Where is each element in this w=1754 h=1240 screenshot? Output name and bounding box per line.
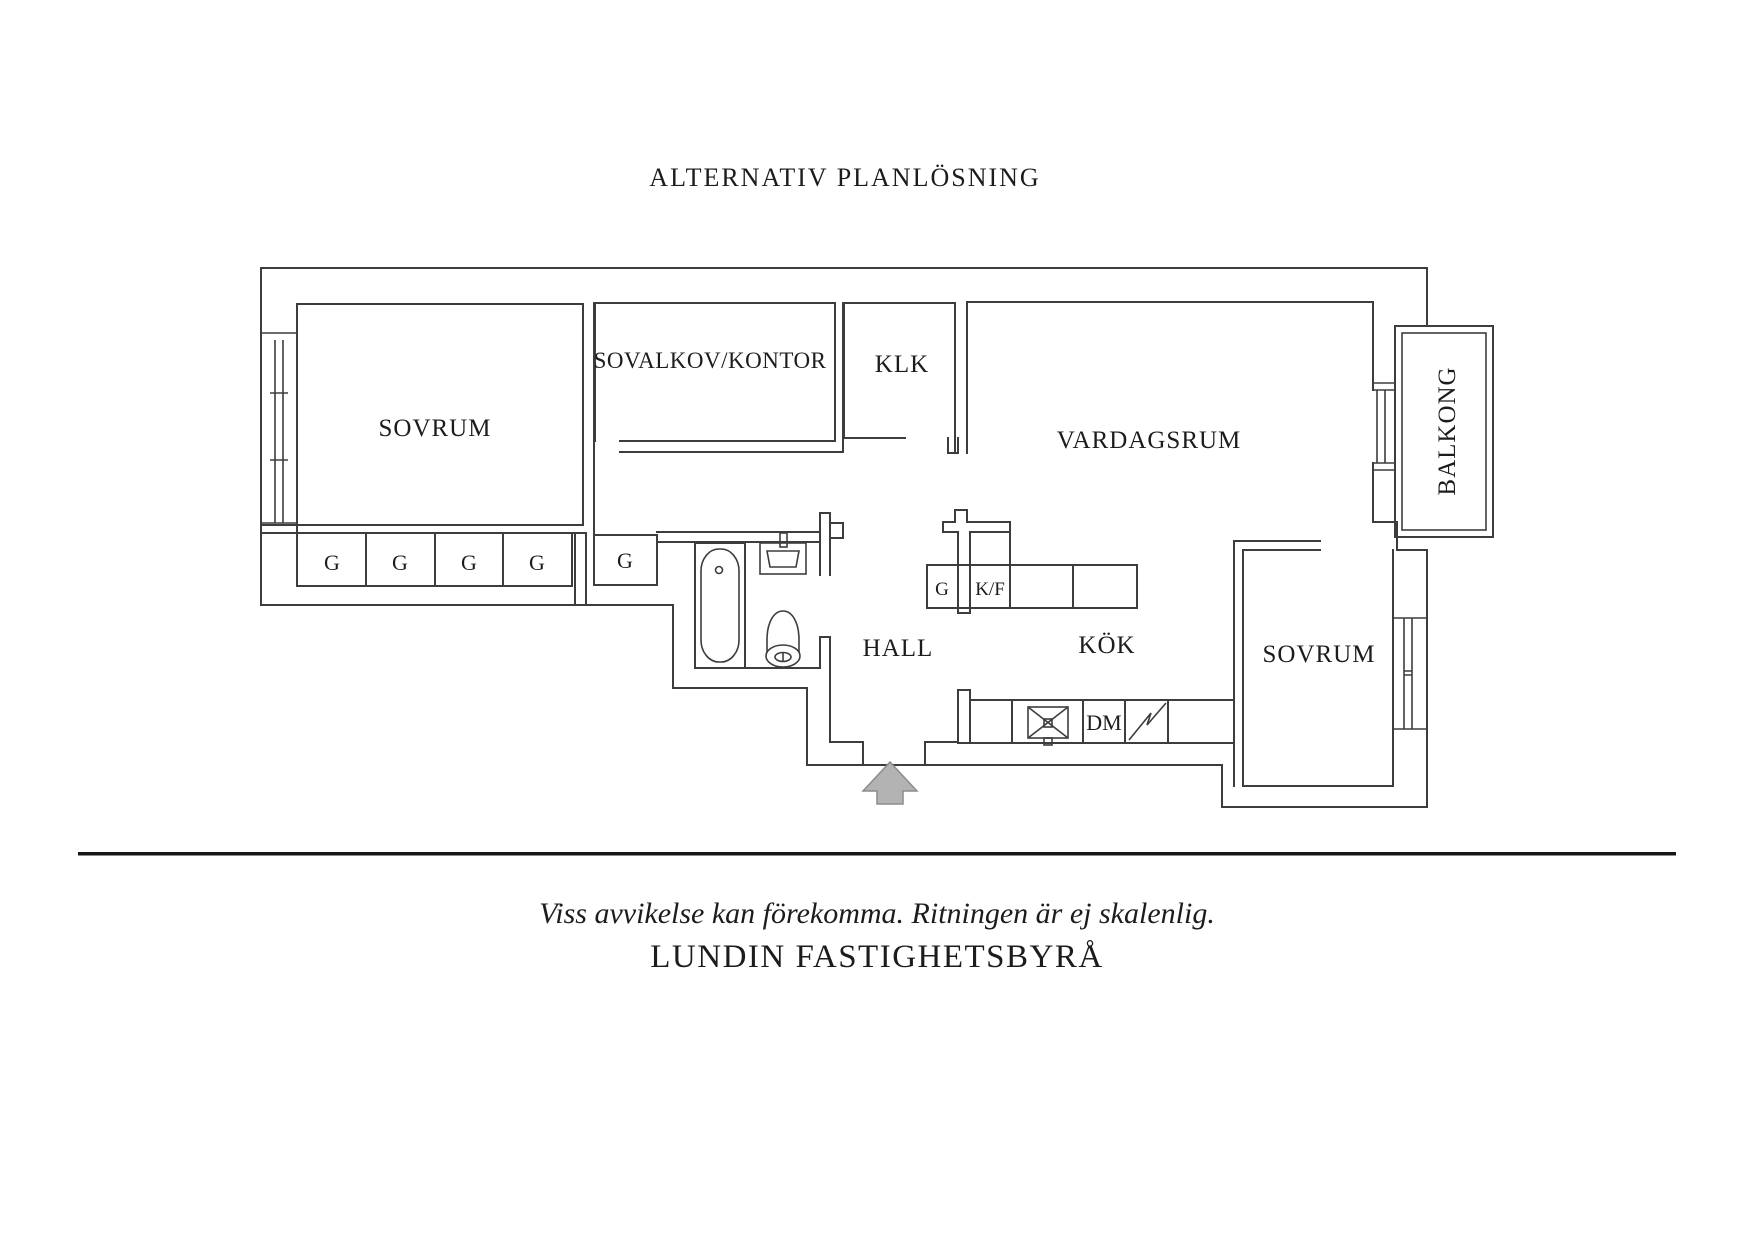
wardrobe-label: G [324,550,340,575]
dishwasher-label: DM [1086,710,1121,735]
kitchen-cabinet-label: G [935,579,949,600]
outer-walls [260,267,1428,808]
footer-divider [78,852,1676,856]
balcony-inner [1401,332,1487,531]
room-label-kok: KÖK [1078,632,1135,659]
room-label-vardagsrum: VARDAGSRUM [1057,427,1242,454]
east-wall-path [1372,301,1428,551]
wardrobe-label: G [529,550,545,575]
balcony: BALKONG [1394,325,1494,538]
wardrobe-label: G [617,548,633,573]
wardrobe-label: G [392,550,408,575]
toilet-base [765,644,801,668]
bathtub-shape [700,548,740,663]
sink-icon [759,532,807,575]
wardrobe-row-path [296,532,658,606]
sovrum-right-walls [1233,540,1427,787]
bathroom-walls [656,512,844,743]
room-label-klk: KLK [875,351,929,378]
balcony-window-icon [1373,382,1395,471]
room-label-sovrum-left: SOVRUM [379,415,492,442]
kitchen-walls: G K/F DM [926,509,1235,744]
bathtub-icon [700,548,740,663]
balcony-outer [1394,325,1494,538]
sink-body [759,542,807,575]
wardrobe-label: G [461,550,477,575]
room-label-sovrum-right: SOVRUM [1263,641,1376,668]
kitchen-wall-path [926,509,1235,744]
kitchen-sink-faucet [1043,737,1053,746]
north-rooms-path [260,301,1374,534]
toilet-bowl [766,610,800,652]
room-label-sovalkov: SOVALKOV/KONTOR [594,348,827,373]
kitchen-sink-icon [1027,706,1069,746]
window-icon [1393,617,1427,730]
bathroom-wall-path [656,512,844,743]
entrance-arrow-icon [861,760,919,805]
window-left-path [261,332,297,524]
wardrobe-row: G G G G G [296,532,658,606]
disclaimer-text: Viss avvikelse kan förekomma. Ritningen … [539,897,1215,930]
sink-basin [766,550,800,568]
window-icon [261,332,297,524]
stove-icon [1128,702,1167,741]
kitchen-sink-drain [1043,718,1053,728]
sink-faucet [779,532,788,548]
room-label-balkong: BALKONG [1434,366,1461,495]
fridge-freezer-label: K/F [975,579,1005,600]
toilet-icon [765,610,801,668]
sovrum-right-path [1233,540,1394,787]
room-label-hall: HALL [863,635,934,662]
bathtub-drain [714,565,724,575]
east-walls [1372,301,1428,551]
outer-wall-path [260,267,1428,808]
brand-name: LUNDIN FASTIGHETSBYRÅ [650,938,1103,975]
stove-zigzag [1128,702,1167,741]
north-rooms-walls [260,301,1374,534]
kitchen-sink-cross [1027,706,1069,739]
page-title: ALTERNATIV PLANLÖSNING [649,163,1040,192]
